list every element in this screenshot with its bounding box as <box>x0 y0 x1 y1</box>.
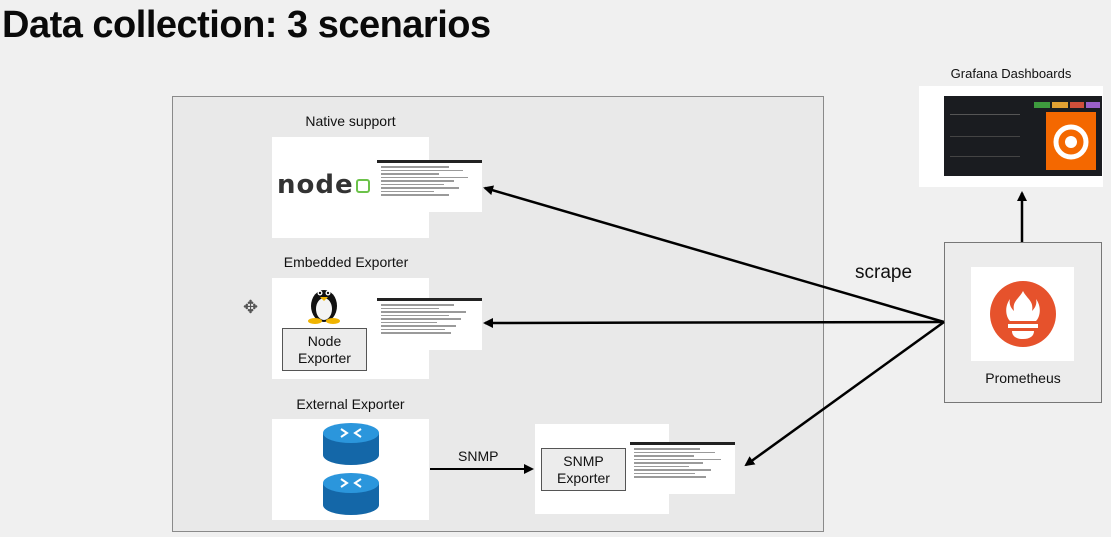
prometheus-label: Prometheus <box>985 370 1061 386</box>
snmp-link-label: SNMP <box>458 448 499 464</box>
prometheus-logo-icon <box>990 281 1056 347</box>
node-exporter-box: Node Exporter <box>282 328 367 371</box>
scrape-arrow-snmp <box>744 320 945 467</box>
scrape-arrow-embedded <box>483 317 945 328</box>
grafana-logo-icon <box>1046 112 1096 170</box>
prometheus-card <box>971 267 1074 361</box>
metrics-panel-embedded <box>377 298 482 350</box>
scrape-label: scrape <box>855 262 913 283</box>
scrape-arrow-native <box>483 185 945 324</box>
snmp-exporter-box: SNMP Exporter <box>541 448 626 491</box>
linux-tux-icon <box>308 290 340 324</box>
section-label-embedded: Embedded Exporter <box>283 254 409 270</box>
section-label-external: External Exporter <box>296 396 405 412</box>
metrics-panel-native <box>377 160 482 212</box>
external-card <box>272 419 429 520</box>
router-icon <box>323 423 379 515</box>
move-cursor-icon: ✥ <box>243 297 259 317</box>
slide-title: Data collection: 3 scenarios <box>2 4 491 46</box>
nodejs-logo-icon: node <box>277 170 370 200</box>
section-label-native: Native support <box>305 113 396 129</box>
metrics-panel-snmp <box>630 442 735 494</box>
grafana-dashboard-screenshot <box>944 96 1102 176</box>
grafana-label: Grafana Dashboards <box>950 66 1072 81</box>
